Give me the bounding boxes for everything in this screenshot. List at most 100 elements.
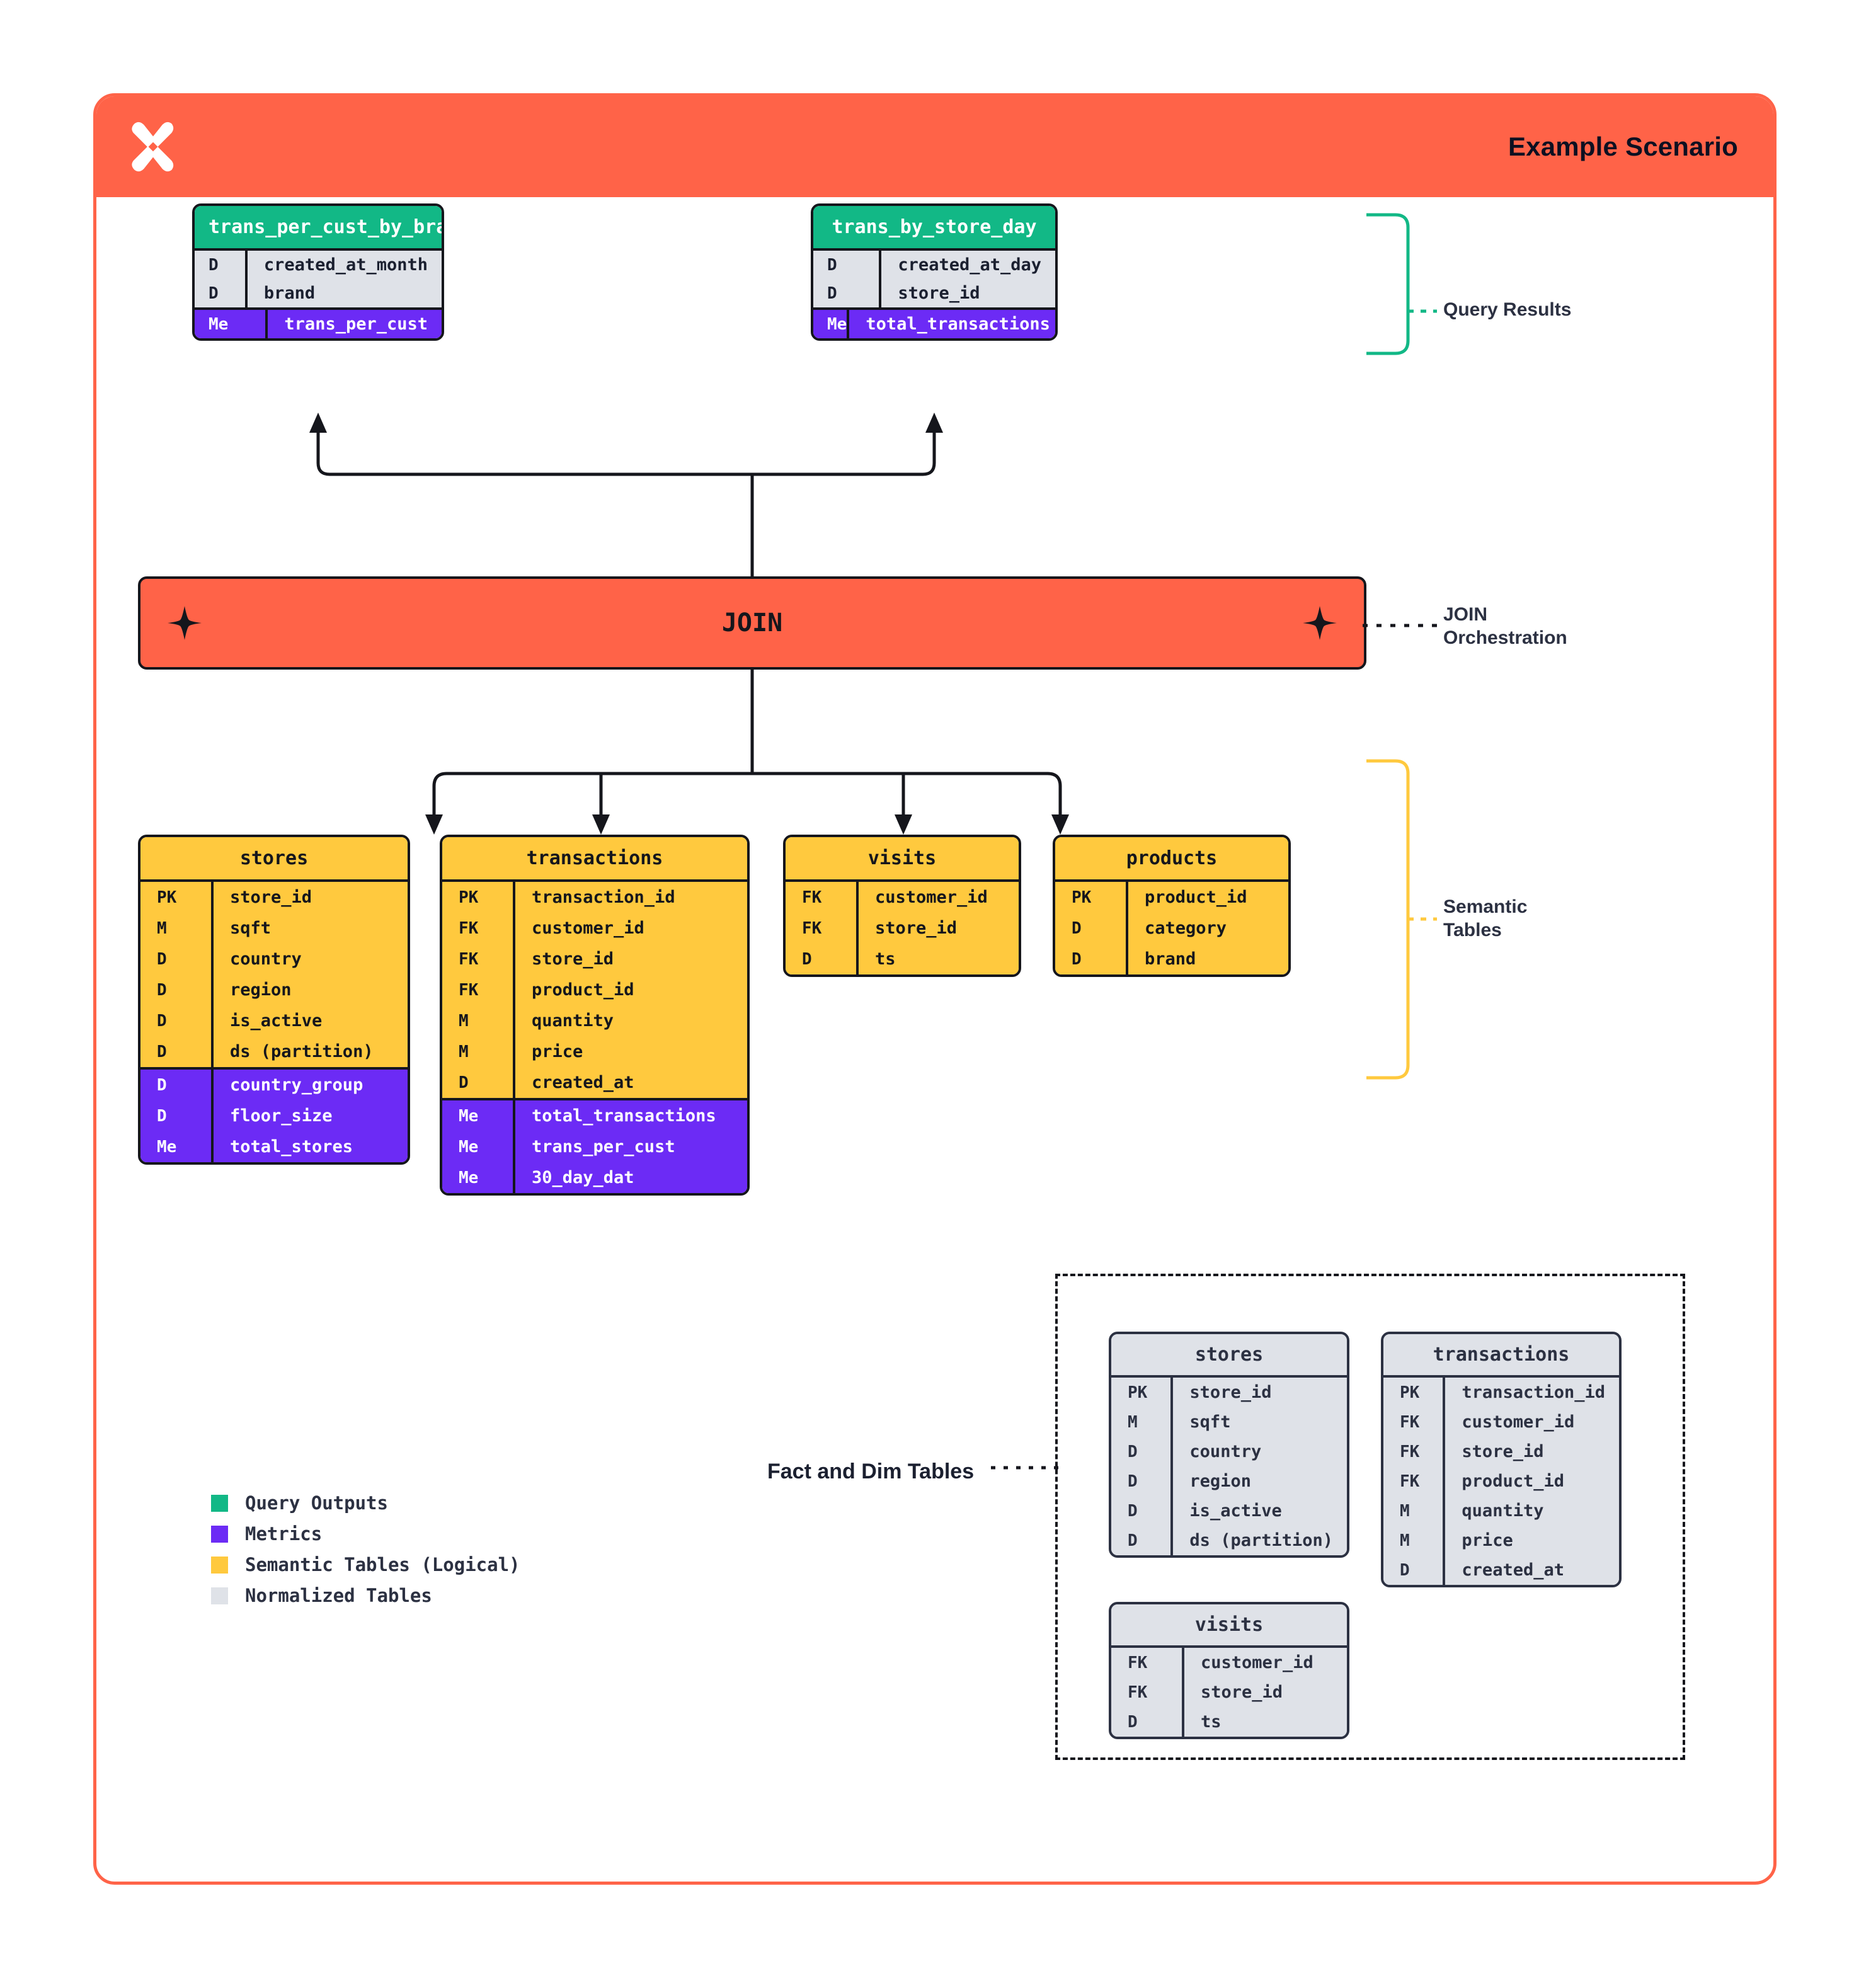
column-kind: Me <box>140 1131 214 1162</box>
column-name: 30_day_dat <box>532 1168 634 1187</box>
column-kind: D <box>1111 1496 1174 1526</box>
column-kind: D <box>1111 1437 1174 1466</box>
column-kind: D <box>1111 1526 1174 1555</box>
column-name: store_id <box>898 283 980 303</box>
column-name: customer_id <box>532 918 644 938</box>
annotation-semantic-line2: Tables <box>1443 919 1502 940</box>
column-kind: M <box>1111 1407 1174 1437</box>
column-name: country_group <box>230 1075 363 1095</box>
column-name: product_id <box>532 980 634 1000</box>
column-kind: FK <box>1111 1647 1184 1677</box>
legend-item-normalized-tables: Normalized Tables <box>211 1585 520 1606</box>
table-row: FK customer_id <box>1111 1647 1347 1677</box>
column-kind: D <box>1111 1707 1184 1737</box>
column-kind: D <box>1055 913 1128 944</box>
column-name: sqft <box>1189 1412 1231 1432</box>
annotation-query-results: Query Results <box>1443 299 1571 322</box>
query-result-table[interactable]: trans_by_store_day D created_at_day D st… <box>811 203 1058 341</box>
annotation-query-results-text: Query Results <box>1443 299 1572 320</box>
column-kind: D <box>140 974 214 1005</box>
table-title: trans_per_cust_by_brand_month <box>195 206 442 248</box>
table-row: D store_id <box>813 279 1055 307</box>
legend-swatch-query-outputs <box>211 1494 228 1512</box>
column-kind: Me <box>442 1162 515 1193</box>
table-title: stores <box>1111 1334 1347 1375</box>
column-name: ds (partition) <box>1189 1531 1333 1550</box>
column-name: customer_id <box>1201 1653 1313 1672</box>
column-name: total_stores <box>230 1137 353 1157</box>
table-row: D created_at_month <box>195 249 442 279</box>
annotation-brackets <box>1363 213 1437 1080</box>
column-kind: D <box>442 1067 515 1098</box>
column-kind: FK <box>1383 1466 1446 1496</box>
column-kind: D <box>813 249 882 279</box>
column-name: customer_id <box>875 888 988 907</box>
column-kind: D <box>140 944 214 974</box>
annotation-join-orchestration: JOIN Orchestration <box>1443 603 1567 649</box>
column-name: transaction_id <box>1462 1383 1605 1402</box>
column-name: store_id <box>532 949 614 969</box>
metrics-section: Me total_transactions <box>813 307 1055 338</box>
column-name: is_active <box>1189 1501 1282 1521</box>
column-name: store_id <box>875 918 958 938</box>
column-name: quantity <box>1462 1501 1544 1521</box>
column-name: ts <box>1201 1712 1222 1732</box>
annotation-semantic-line1: Semantic <box>1443 896 1528 917</box>
table-title: transactions <box>1383 1334 1619 1375</box>
column-kind: D <box>786 944 859 974</box>
legend: Query Outputs Metrics Semantic Tables (L… <box>211 1492 520 1616</box>
column-name: brand <box>263 283 316 303</box>
column-name: customer_id <box>1462 1412 1575 1432</box>
query-result-table[interactable]: trans_per_cust_by_brand_month D created_… <box>192 203 444 341</box>
column-kind: PK <box>1111 1376 1174 1407</box>
join-label: JOIN <box>721 608 783 637</box>
join-orchestration-bar[interactable]: JOIN <box>138 576 1366 670</box>
table-row: Me total_transactions <box>813 309 1055 338</box>
column-name: created_at_day <box>898 255 1041 275</box>
legend-item-query-outputs: Query Outputs <box>211 1492 520 1514</box>
page-title: Example Scenario <box>1508 132 1738 161</box>
column-kind: PK <box>442 881 515 913</box>
column-kind: Me <box>442 1131 515 1162</box>
table-title: visits <box>1111 1604 1347 1645</box>
column-kind: D <box>1111 1466 1174 1496</box>
column-name: ds (partition) <box>230 1042 374 1061</box>
column-name: quantity <box>532 1011 614 1031</box>
column-name: created_at <box>532 1073 634 1092</box>
legend-swatch-metrics <box>211 1525 228 1543</box>
column-kind: D <box>140 1100 214 1131</box>
column-kind: PK <box>140 881 214 913</box>
column-kind: D <box>195 249 248 279</box>
column-kind: Me <box>442 1099 515 1131</box>
annotation-semantic-tables: Semantic Tables <box>1443 896 1527 942</box>
column-kind: D <box>195 279 248 307</box>
table-title: transactions <box>442 837 747 879</box>
